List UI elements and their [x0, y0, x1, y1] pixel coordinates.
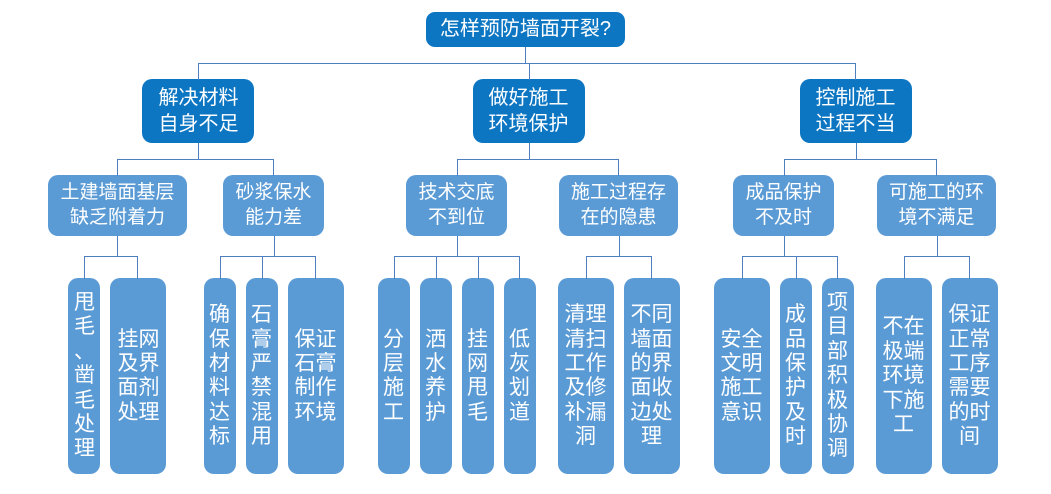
- tree-item: 成品保护 不及时安全文明施工意识成品保护及时项目部积极协调: [703, 159, 866, 475]
- leaf-node: 确保材料达标: [203, 278, 236, 475]
- leaf-node: 挂网甩毛: [461, 278, 494, 475]
- tree-item: 不同墙面的界面收边处理: [617, 256, 685, 475]
- branch-node: 解决材料 自身不足: [142, 79, 255, 143]
- children-row: 清理清扫工作及修补漏洞不同墙面的界面收边处理: [553, 236, 685, 475]
- root-node: 怎样预防墙面开裂?: [425, 12, 626, 47]
- tree-item: 解决材料 自身不足土建墙面基层 缺乏附着力甩毛、凿毛处理挂网及界面剂处理砂浆保水…: [36, 63, 362, 475]
- leaf-node: 低灰划道: [503, 278, 536, 475]
- branch-node: 控制施工 过程不当: [799, 79, 912, 143]
- children-row: 解决材料 自身不足土建墙面基层 缺乏附着力甩毛、凿毛处理挂网及界面剂处理砂浆保水…: [36, 47, 1015, 475]
- category-node: 成品保护 不及时: [733, 175, 834, 237]
- tree-item: 甩毛、凿毛处理: [63, 256, 107, 475]
- children-row: 安全文明施工意识成品保护及时项目部积极协调: [709, 236, 859, 475]
- tree-item: 做好施工 环境保护技术交底 不到位分层施工洒水养护挂网甩毛低灰划道施工过程存 在…: [360, 63, 698, 475]
- category-node: 技术交底 不到位: [406, 175, 507, 237]
- tree-item: 砂浆保水 能力差确保材料达标石膏严禁混用保证石膏制作环境: [191, 159, 355, 475]
- tree-item: 洒水养护: [414, 256, 458, 475]
- tree-item: 确保材料达标: [199, 256, 242, 475]
- leaf-node: 甩毛、凿毛处理: [68, 278, 101, 475]
- children-row: 确保材料达标石膏严禁混用保证石膏制作环境: [199, 236, 349, 475]
- tree-item: 技术交底 不到位分层施工洒水养护挂网甩毛低灰划道: [367, 159, 548, 475]
- tree-item: 挂网及界面剂处理: [104, 256, 171, 475]
- tree-item: 保证正常工序需要的时间: [935, 256, 1003, 475]
- tree-item: 控制施工 过程不当成品保护 不及时安全文明施工意识成品保护及时项目部积极协调可施…: [695, 63, 1015, 475]
- leaf-node: 项目部积极协调: [821, 278, 854, 475]
- category-node: 砂浆保水 能力差: [223, 175, 324, 237]
- tree-root-item: 怎样预防墙面开裂?解决材料 自身不足土建墙面基层 缺乏附着力甩毛、凿毛处理挂网及…: [36, 12, 1015, 475]
- tree-item: 施工过程存 在的隐患清理清扫工作及修补漏洞不同墙面的界面收边处理: [545, 159, 691, 475]
- leaf-node: 洒水养护: [419, 278, 452, 475]
- children-row: 甩毛、凿毛处理挂网及界面剂处理: [63, 236, 171, 475]
- tree-item: 石膏严禁混用: [240, 256, 284, 475]
- tree-item: 不在极端环境下施工: [871, 256, 938, 475]
- leaf-node: 安全文明施工意识: [713, 278, 770, 475]
- leaf-node: 分层施工: [377, 278, 410, 475]
- tree-item: 分层施工: [373, 256, 416, 475]
- category-node: 可施工的环 境不满足: [876, 175, 996, 237]
- category-node: 土建墙面基层 缺乏附着力: [48, 175, 187, 237]
- leaf-node: 保证石膏制作环境: [287, 278, 344, 475]
- children-row: 成品保护 不及时安全文明施工意识成品保护及时项目部积极协调可施工的环 境不满足不…: [703, 143, 1009, 475]
- tree-item: 安全文明施工意识: [709, 256, 776, 475]
- tree-item: 低灰划道: [497, 256, 541, 475]
- children-row: 分层施工洒水养护挂网甩毛低灰划道: [373, 236, 541, 475]
- leaf-node: 挂网及界面剂处理: [110, 278, 167, 475]
- leaf-node: 不在极端环境下施工: [875, 278, 932, 475]
- tree-item: 成品保护及时: [774, 256, 818, 475]
- leaf-node: 保证正常工序需要的时间: [941, 278, 998, 475]
- tree-item: 土建墙面基层 缺乏附着力甩毛、凿毛处理挂网及界面剂处理: [42, 159, 194, 475]
- tree-item: 清理清扫工作及修补漏洞: [553, 256, 620, 475]
- branch-node: 做好施工 环境保护: [472, 79, 585, 143]
- leaf-node: 清理清扫工作及修补漏洞: [557, 278, 614, 475]
- tree-item: 项目部积极协调: [815, 256, 859, 475]
- leaf-node: 不同墙面的界面收边处理: [623, 278, 680, 475]
- children-row: 不在极端环境下施工保证正常工序需要的时间: [871, 236, 1003, 475]
- children-row: 技术交底 不到位分层施工洒水养护挂网甩毛低灰划道施工过程存 在的隐患清理清扫工作…: [367, 143, 691, 475]
- leaf-node: 成品保护及时: [779, 278, 812, 475]
- tree-item: 挂网甩毛: [456, 256, 500, 475]
- diagram-tree: 怎样预防墙面开裂?解决材料 自身不足土建墙面基层 缺乏附着力甩毛、凿毛处理挂网及…: [36, 12, 1015, 475]
- tree-item: 可施工的环 境不满足不在极端环境下施工保证正常工序需要的时间: [863, 159, 1009, 475]
- category-node: 施工过程存 在的隐患: [558, 175, 678, 237]
- tree-item: 保证石膏制作环境: [281, 256, 349, 475]
- children-row: 土建墙面基层 缺乏附着力甩毛、凿毛处理挂网及界面剂处理砂浆保水 能力差确保材料达…: [42, 143, 355, 475]
- leaf-node: 石膏严禁混用: [245, 278, 278, 475]
